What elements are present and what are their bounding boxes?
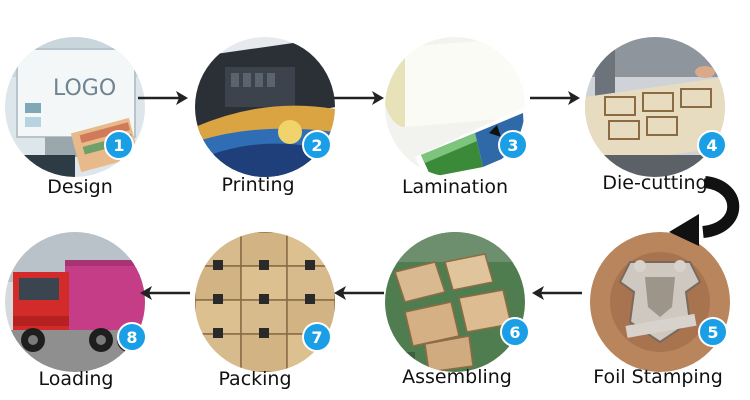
step-1-label: Design — [47, 176, 113, 198]
step-4-badge: 4 — [697, 130, 727, 160]
step-6-label: Assembling — [402, 366, 512, 388]
step-4-label: Die-cutting — [602, 172, 708, 194]
step-2-printing-image — [195, 37, 335, 177]
step-3-badge: 3 — [498, 130, 528, 160]
box-assembly-icon — [385, 232, 525, 372]
step-8-loading-image — [5, 232, 145, 372]
logo-text: LOGO — [53, 76, 116, 101]
step-2-label: Printing — [221, 174, 295, 196]
step-8-label: Loading — [38, 368, 114, 390]
step-6-assembling-image — [385, 232, 525, 372]
step-1-badge: 1 — [104, 130, 134, 160]
step-5-foil-stamping-image — [590, 232, 730, 372]
step-2-badge: 2 — [302, 130, 332, 160]
step-8-badge: 8 — [117, 322, 147, 352]
arrow-right-icon — [530, 91, 580, 105]
printer-icon — [195, 37, 335, 177]
arrow-right-icon — [138, 91, 188, 105]
arrow-right-icon — [334, 91, 384, 105]
step-3-label: Lamination — [401, 176, 509, 198]
step-7-label: Packing — [218, 368, 292, 390]
curved-arrow-icon — [669, 176, 740, 246]
step-5-badge: 5 — [698, 317, 728, 347]
step-6-badge: 6 — [500, 317, 530, 347]
arrow-left-icon — [334, 286, 384, 300]
truck-icon — [5, 232, 145, 372]
step-5-label: Foil Stamping — [593, 366, 723, 388]
arrow-left-icon — [532, 286, 582, 300]
arrow-left-icon — [140, 286, 190, 300]
foil-stamp-icon — [590, 232, 730, 372]
step-7-badge: 7 — [302, 322, 332, 352]
